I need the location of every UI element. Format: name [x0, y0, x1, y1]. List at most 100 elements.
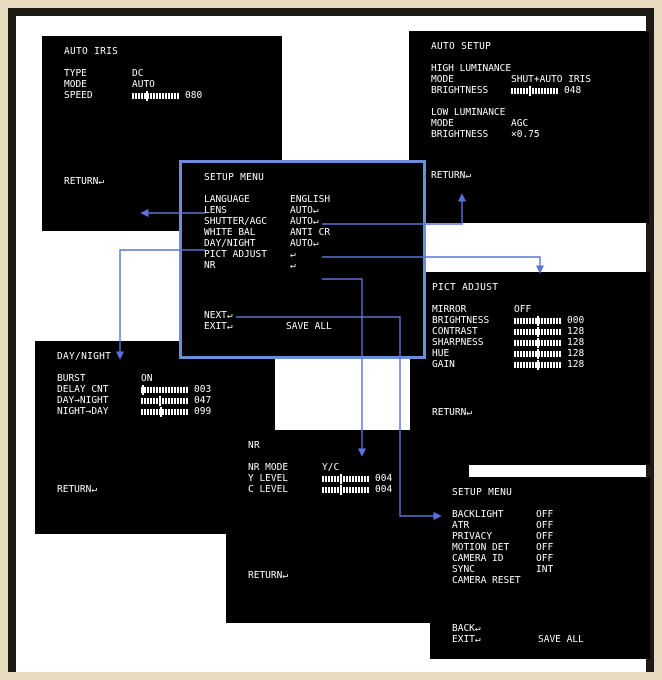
menu-row[interactable]: CAMERA RESET [452, 575, 640, 586]
menu-row-value: 048 [564, 85, 582, 96]
exit-option[interactable]: EXIT↵ [204, 321, 233, 332]
menu-row-value-group: ×0.75 [511, 129, 540, 140]
menu-row-value-group: 004 [322, 473, 392, 484]
menu-row-label: MODE [64, 79, 87, 90]
menu-row-label: Y LEVEL [248, 473, 289, 484]
menu-row-value: 128 [567, 337, 585, 348]
menu-row-value: INT [536, 564, 554, 575]
menu-row-value-group: 004 [322, 484, 392, 495]
slider-marker [340, 473, 342, 484]
menu-row-value-group: AGC [511, 118, 528, 129]
pict-adjust-return[interactable]: RETURN↵ [432, 407, 473, 418]
slider-marker [537, 315, 539, 326]
save-all-option[interactable]: SAVE ALL [286, 321, 332, 332]
menu-row-value: AUTO↵ [290, 216, 319, 227]
level-slider[interactable] [141, 395, 189, 406]
level-slider[interactable] [141, 384, 189, 395]
menu-row-label: NIGHT→DAY [57, 406, 109, 417]
level-slider[interactable] [514, 359, 562, 370]
auto-iris-return[interactable]: RETURN↵ [64, 176, 105, 187]
level-slider[interactable] [514, 326, 562, 337]
menu-row-value: ON [141, 373, 153, 384]
menu-row-value-group: OFF [536, 553, 553, 564]
menu-row-value-group: 003 [141, 384, 211, 395]
menu-row[interactable]: MODE AGC [431, 118, 639, 129]
menu-row-value: 000 [567, 315, 585, 326]
back-option[interactable]: BACK↵ [452, 623, 481, 634]
save-all-option-2[interactable]: SAVE ALL [538, 634, 584, 645]
level-slider[interactable] [132, 90, 180, 101]
next-option[interactable]: NEXT↵ [204, 310, 233, 321]
menu-row-value-group: ↵ [290, 260, 296, 271]
menu-row[interactable]: BRIGHTNESS×0.75 [431, 129, 639, 140]
menu-row-value: OFF [536, 542, 554, 553]
menu-row[interactable]: PICT ADJUST↵ [204, 249, 413, 260]
slider-marker [142, 384, 144, 395]
setup-menu-2-title: SETUP MENU [452, 487, 513, 498]
menu-row-value: OFF [536, 531, 554, 542]
level-slider[interactable] [514, 337, 562, 348]
level-slider[interactable] [514, 315, 562, 326]
menu-row-label: NR MODE [248, 462, 289, 473]
menu-row-label: ATR [452, 520, 470, 531]
menu-row-label: SYNC [452, 564, 475, 575]
level-slider[interactable] [141, 406, 189, 417]
menu-row-value-group: INT [536, 564, 553, 575]
menu-row-label: MIRROR [432, 304, 467, 315]
nr-title: NR [248, 440, 261, 451]
menu-row-label: DAY→NIGHT [57, 395, 109, 406]
menu-row-value-group: ON [141, 373, 152, 384]
auto-setup-return[interactable]: RETURN↵ [431, 170, 472, 181]
menu-row-value-group: ANTI CR [290, 227, 330, 238]
menu-row[interactable]: NR↵ [204, 260, 413, 271]
menu-row-value: 128 [567, 348, 585, 359]
exit-option-2[interactable]: EXIT↵ [452, 634, 481, 645]
menu-row-label: LANGUAGE [204, 194, 250, 205]
level-slider[interactable] [514, 348, 562, 359]
menu-row-value-group: ↵ [290, 249, 296, 260]
level-slider[interactable] [322, 484, 370, 495]
menu-row-value-group: 128 [514, 359, 584, 370]
high-luminance-heading: HIGH LUMINANCE [431, 63, 512, 74]
slider-marker [529, 85, 531, 96]
menu-row-label: TYPE [64, 68, 87, 79]
menu-row-value-group: OFF [536, 542, 553, 553]
menu-row[interactable]: Y LEVEL 004 [248, 473, 459, 484]
menu-row[interactable]: DELAY CNT 003 [57, 384, 265, 395]
menu-row-label: DELAY CNT [57, 384, 109, 395]
day-night-return[interactable]: RETURN↵ [57, 484, 98, 495]
level-slider[interactable] [511, 85, 559, 96]
menu-row[interactable]: SYNC INT [452, 564, 640, 575]
level-slider[interactable] [322, 473, 370, 484]
menu-row-label: MODE [431, 118, 454, 129]
auto-setup-title: AUTO SETUP [431, 41, 492, 52]
nr-return[interactable]: RETURN↵ [248, 570, 289, 581]
menu-row-value: ×0.75 [511, 129, 540, 140]
